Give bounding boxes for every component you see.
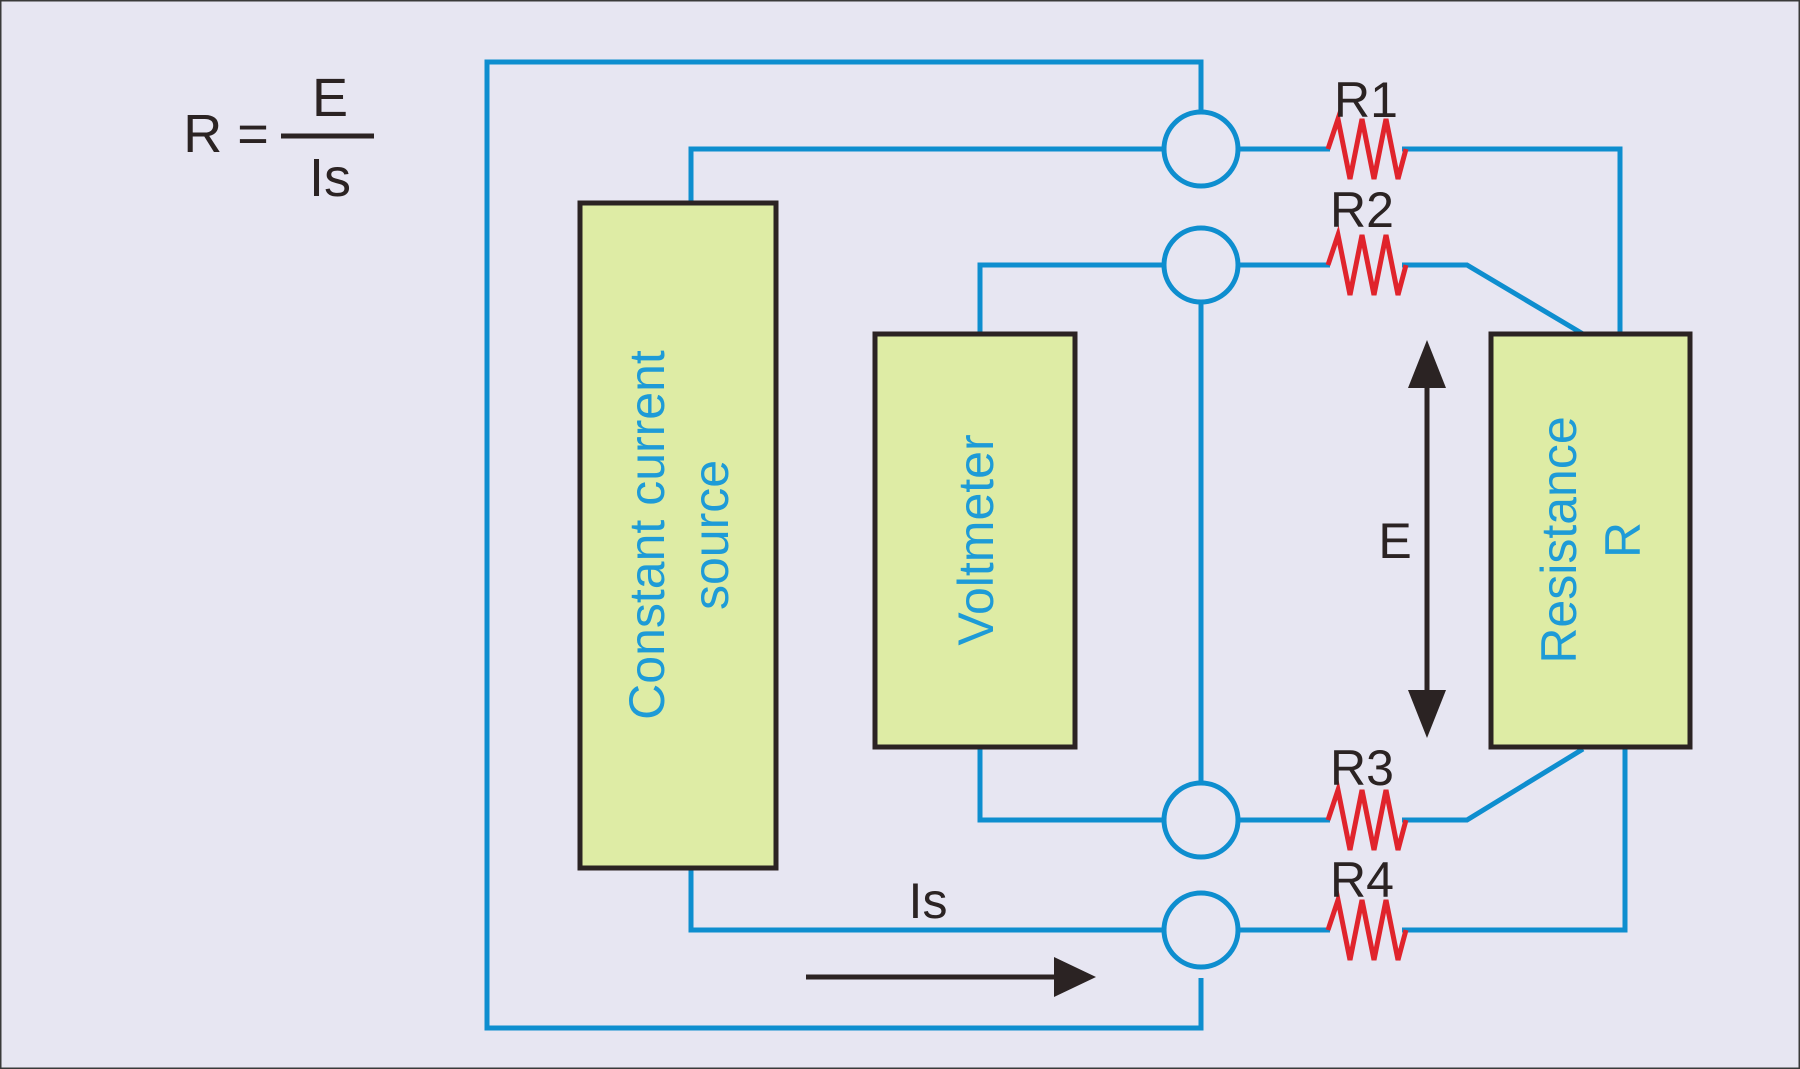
resistance-label-line2: R	[1595, 522, 1651, 558]
terminal-2	[1161, 225, 1241, 305]
voltage-arrowhead-up	[1408, 340, 1446, 388]
r3-label: R3	[1330, 740, 1394, 796]
wires	[484, 59, 1628, 1031]
r1-right-wire	[1402, 146, 1623, 334]
resistors	[1325, 109, 1409, 961]
current-arrow: Is	[806, 873, 1096, 997]
voltmeter-box	[872, 331, 1078, 750]
formula-lhs: R =	[183, 104, 269, 164]
resistance-under-test: Resistance R	[1488, 331, 1693, 750]
source-top-wire	[688, 146, 1163, 203]
voltmeter-label: Voltmeter	[948, 434, 1004, 645]
current-label: Is	[909, 873, 948, 929]
terminal-3	[1161, 780, 1241, 860]
terminal-1	[1161, 109, 1241, 189]
voltage-arrow: E	[1378, 340, 1446, 738]
voltmeter-bottom-wire	[977, 747, 1163, 823]
formula: R = E Is	[183, 68, 374, 208]
voltage-arrowhead-down	[1408, 690, 1446, 738]
constant-current-source: Constant current source	[577, 200, 779, 871]
r4-right-wire	[1402, 749, 1628, 933]
voltmeter: Voltmeter	[872, 331, 1078, 750]
terminals	[1161, 109, 1241, 970]
r2-right-wire	[1402, 262, 1585, 337]
outer-loop-wire	[484, 59, 1204, 1031]
source-bottom-wire	[688, 870, 1163, 933]
r2-label: R2	[1330, 182, 1394, 238]
r1-label: R1	[1334, 72, 1398, 128]
source-label-line1: Constant current	[619, 350, 675, 720]
source-label-line2: source	[683, 460, 739, 610]
voltmeter-top-wire	[977, 262, 1163, 334]
formula-numerator: E	[312, 68, 348, 128]
resistor-r4	[1325, 890, 1409, 961]
voltage-label: E	[1378, 513, 1411, 569]
terminal-4	[1161, 890, 1241, 970]
r4-label: R4	[1330, 852, 1394, 908]
resistor-labels: R1 R2 R3 R4	[1330, 72, 1398, 908]
source-box	[577, 200, 779, 871]
current-arrowhead	[1054, 957, 1096, 997]
r3-right-wire	[1402, 746, 1585, 823]
resistance-box	[1488, 331, 1693, 750]
resistor-r3	[1325, 780, 1409, 851]
formula-denominator: Is	[309, 148, 351, 208]
resistor-r2	[1325, 225, 1409, 296]
resistor-r1	[1325, 109, 1409, 180]
resistance-label-line1: Resistance	[1531, 416, 1587, 663]
